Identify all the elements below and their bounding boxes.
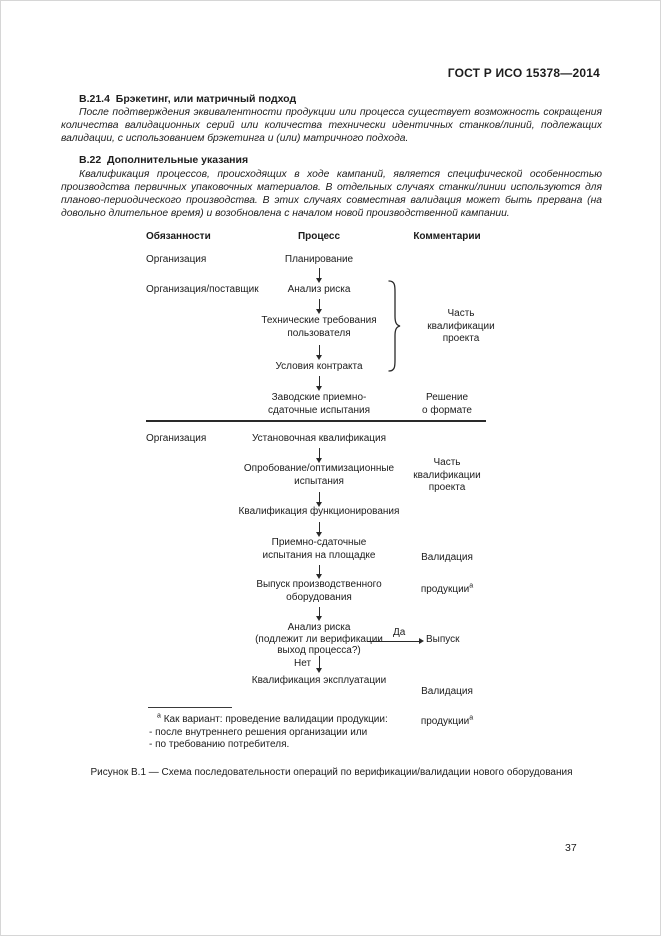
section-heading-b214: В.21.4 Брэкетинг, или матричный подход xyxy=(79,93,297,105)
step-operation-qualification: Квалификация функционирования xyxy=(238,506,400,517)
section-body-b22: Квалификация процессов, происходящих в х… xyxy=(61,169,602,219)
step-site-tests: Приемно-сдаточные испытания на площадке xyxy=(262,537,376,561)
figure-caption: Рисунок В.1 — Схема последовательности о… xyxy=(90,767,573,778)
step-tech-requirements: Технические требования пользователя xyxy=(261,315,377,339)
step-installation-qualification: Установочная квалификация xyxy=(251,433,387,444)
step-equipment-release: Выпуск производственного оборудования xyxy=(256,579,382,603)
footnote: а Как вариант: проведение валидации прод… xyxy=(149,712,469,752)
page-number: 37 xyxy=(565,842,577,854)
brace-icon xyxy=(387,280,401,372)
arrow-down-icon xyxy=(316,345,322,360)
arrow-down-icon xyxy=(316,522,322,537)
footnote-rule xyxy=(148,707,232,708)
footnote-item: - по требованию потребителя. xyxy=(149,739,290,750)
comment-design-qualification-1: Часть квалификации проекта xyxy=(427,308,495,344)
step-planning: Планирование xyxy=(284,254,354,265)
footnote-marker: а xyxy=(157,712,161,720)
footnote-intro-text: Как вариант: проведение валидации продук… xyxy=(163,714,388,725)
comment-line: Валидация xyxy=(421,552,473,563)
step-exploitation-qualification: Квалификация эксплуатации xyxy=(251,675,387,686)
arrow-down-icon xyxy=(316,656,322,673)
arrow-right-icon xyxy=(367,638,424,644)
footnote-ref: а xyxy=(469,582,474,590)
comment-line: Валидация xyxy=(421,686,473,697)
phase-divider xyxy=(146,420,486,422)
responsibility-organization-supplier: Организация/поставщик xyxy=(146,284,259,295)
column-header-process: Процесс xyxy=(297,231,341,242)
step-trial-tests: Опробование/оптимизационные испытания xyxy=(243,463,395,487)
step-risk-analysis-2: Анализ риска (подлежит ли верификации вы… xyxy=(255,622,383,656)
footnote-item: - после внутреннего решения организации … xyxy=(149,726,368,738)
comment-design-qualification-2: Часть квалификации проекта xyxy=(413,457,481,493)
footnote-intro: а Как вариант: проведение валидации прод… xyxy=(149,712,469,727)
step-risk-analysis-1: Анализ риска xyxy=(287,284,351,295)
arrow-down-icon xyxy=(316,492,322,507)
arrow-down-icon xyxy=(316,565,322,579)
responsibility-organization-2: Организация xyxy=(146,433,207,444)
arrow-down-icon xyxy=(316,268,322,283)
arrow-down-icon xyxy=(316,607,322,621)
comment-product-validation-1: Валидация продукцииа xyxy=(387,534,507,598)
arrow-down-icon xyxy=(316,376,322,391)
column-header-comments: Комментарии xyxy=(413,231,481,242)
step-factory-tests: Заводские приемно- сдаточные испытания xyxy=(268,392,370,416)
comment-product-validation-2: Валидация продукцииа xyxy=(387,669,507,729)
document-code: ГОСТ Р ИСО 15378—2014 xyxy=(447,66,600,80)
label-yes: Да xyxy=(393,627,406,638)
section-body-b214: После подтверждения эквивалентности прод… xyxy=(61,107,602,144)
responsibility-organization-1: Организация xyxy=(146,254,207,265)
comment-line: продукции xyxy=(420,584,470,595)
arrow-down-icon xyxy=(316,299,322,314)
arrow-down-icon xyxy=(316,448,322,463)
column-header-responsibilities: Обязанности xyxy=(146,231,211,242)
step-release: Выпуск xyxy=(426,634,460,645)
footnote-ref: а xyxy=(469,714,474,722)
section-heading-b22: В.22 Дополнительные указания xyxy=(79,154,249,166)
label-no: Нет xyxy=(294,658,312,669)
comment-format-decision: Решение о формате xyxy=(422,392,472,416)
step-contract-terms: Условия контракта xyxy=(275,361,363,372)
comment-line: продукции xyxy=(420,716,470,727)
